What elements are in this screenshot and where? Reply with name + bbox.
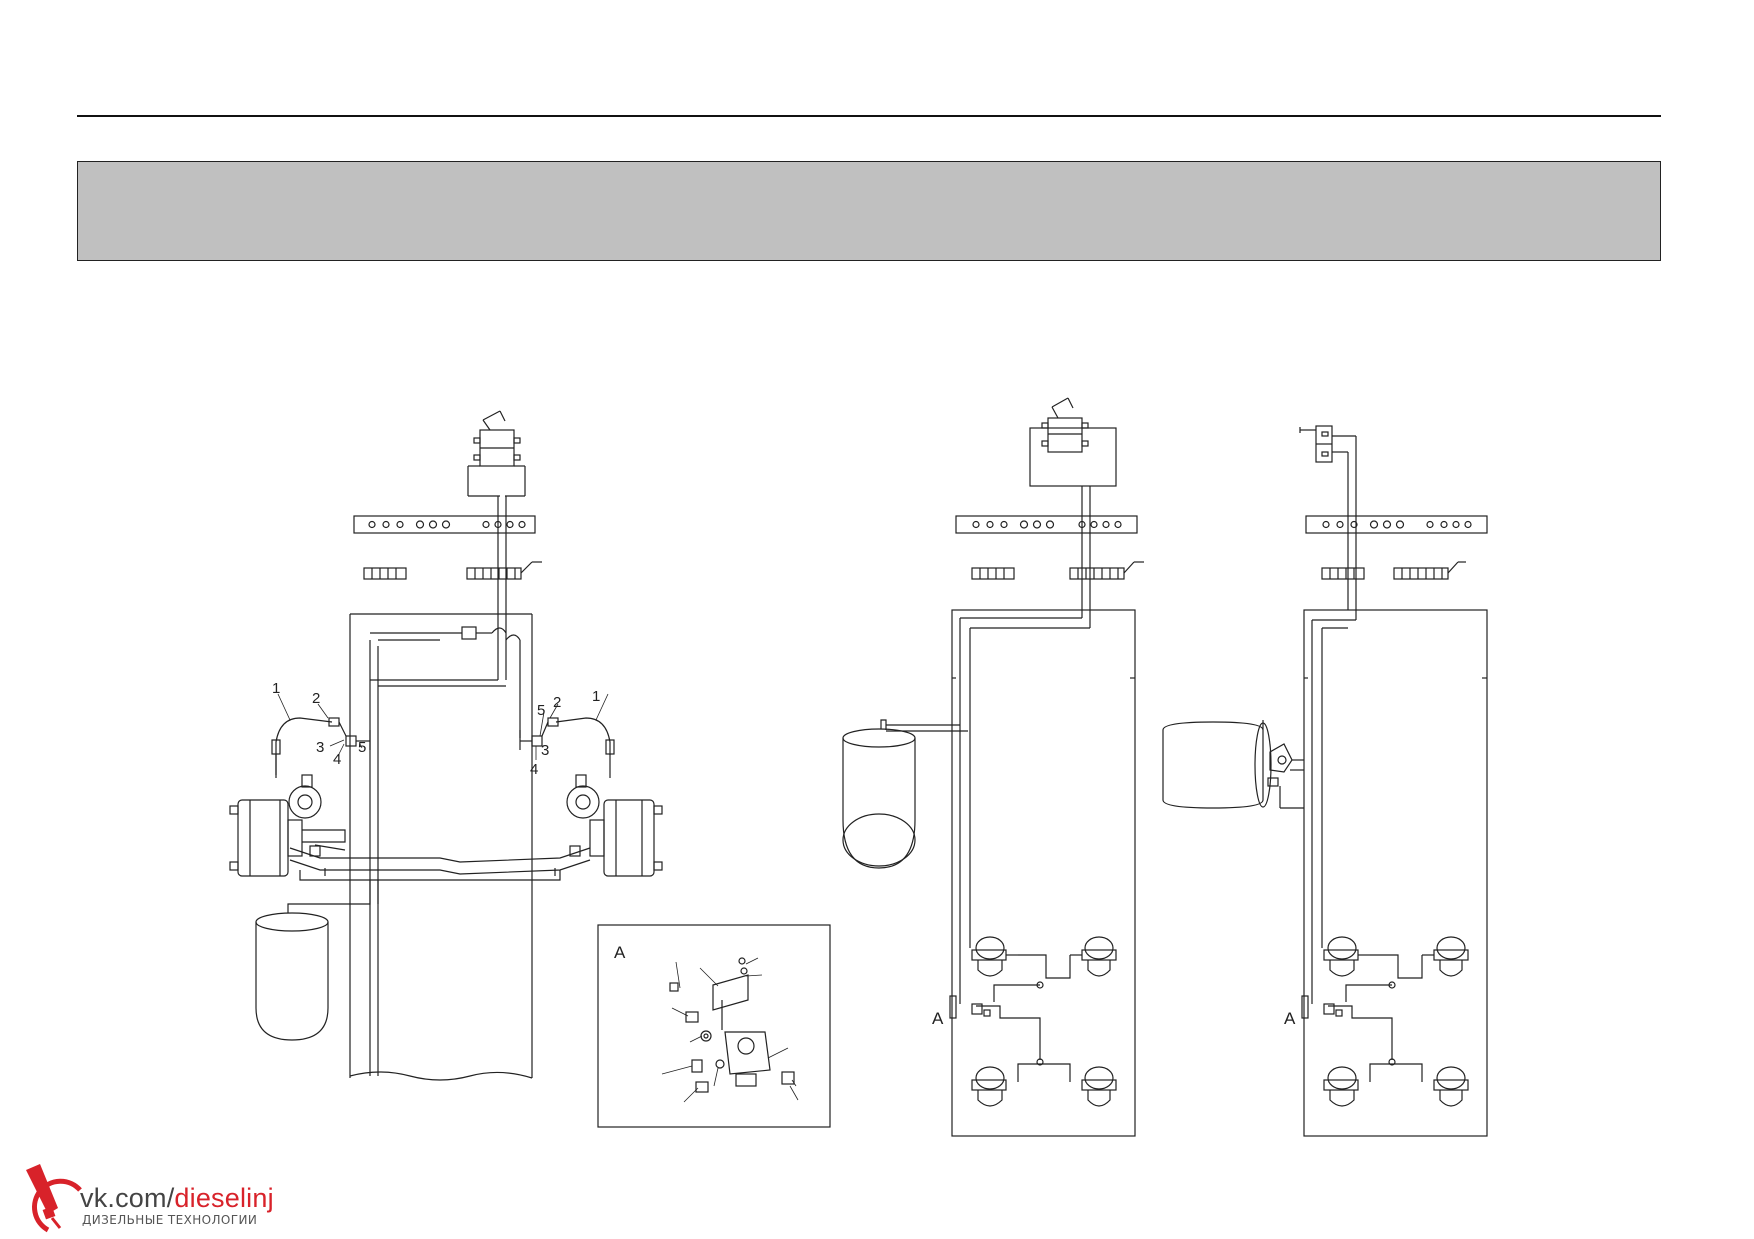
- air-tank-right: [1162, 720, 1304, 809]
- watermark-url-accent: dieselinj: [174, 1183, 274, 1213]
- callout-labels: 1 2 3 4 5 5 2 1 4 3: [272, 680, 600, 778]
- watermark-url-prefix: vk.com/: [80, 1183, 175, 1213]
- brake-hose-right: [519, 717, 615, 778]
- chambers-right: [1301, 936, 1469, 1107]
- callout-1-right: 1: [592, 688, 600, 705]
- brake-valve-mid: [1029, 397, 1117, 487]
- hose-clips-left: [363, 561, 542, 580]
- right-diagram: [1162, 425, 1488, 1137]
- view-a-label-mid: A: [932, 1009, 944, 1028]
- detail-a-box: [597, 924, 831, 1128]
- chambers-mid: [949, 936, 1117, 1107]
- brake-chamber-right-front: [566, 774, 663, 877]
- brake-chamber-left-front: [229, 774, 346, 877]
- frame-rails-left: [349, 613, 533, 1081]
- supply-lines-left: [370, 496, 521, 738]
- front-axle-diagram: [229, 410, 663, 1081]
- watermark-subtitle: ДИЗЕЛЬНЫЕ ТЕХНОЛОГИИ: [82, 1213, 258, 1227]
- air-tank-mid: [842, 719, 968, 869]
- callout-5-left: 5: [358, 739, 366, 756]
- crossmember-mid: [955, 515, 1138, 534]
- crossmember-right: [1305, 515, 1488, 534]
- callout-4-right: 4: [530, 761, 538, 778]
- callout-4-left: 4: [333, 751, 341, 768]
- callout-1-left: 1: [272, 680, 280, 697]
- callout-3-right: 3: [541, 742, 549, 759]
- hose-clips-right: [1321, 561, 1466, 580]
- watermark-url: vk.com/dieselinj: [80, 1183, 274, 1214]
- header-rule: [77, 115, 1661, 117]
- callout-5-right: 5: [537, 702, 545, 719]
- callout-3-left: 3: [316, 739, 324, 756]
- hose-clips-mid: [971, 561, 1144, 580]
- detail-a-label: A: [614, 943, 626, 962]
- callout-2-right: 2: [553, 694, 561, 711]
- frame-right: [1303, 609, 1488, 1137]
- middle-diagram: [842, 397, 1144, 1137]
- air-tank-left: [255, 880, 379, 1041]
- callouts-left: [277, 693, 609, 760]
- watermark-logo: [26, 1164, 82, 1233]
- injector-logo-icon: [26, 1164, 82, 1233]
- view-a-label-right: A: [1284, 1009, 1296, 1028]
- frame-mid: [951, 486, 1136, 1137]
- brake-hose-left: [271, 717, 371, 778]
- callout-2-left: 2: [312, 690, 320, 707]
- crossmember-left: [353, 515, 536, 534]
- title-banner: [77, 161, 1661, 261]
- brake-valve-left: [467, 410, 526, 497]
- front-axle: [289, 847, 591, 881]
- brake-valve-right: [1299, 425, 1357, 620]
